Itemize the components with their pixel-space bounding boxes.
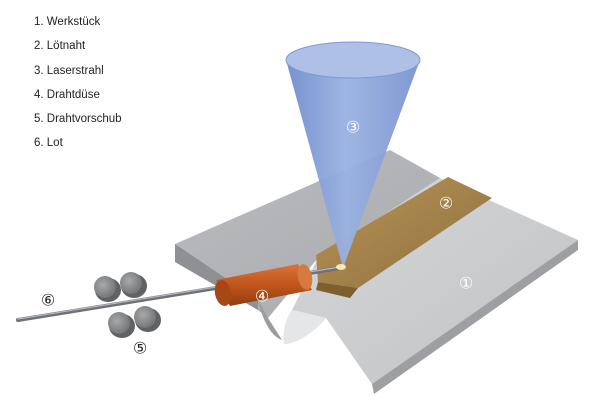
roller-icon xyxy=(134,306,161,332)
legend-item-drahtvorschub: 5. Drahtvorschub xyxy=(34,113,122,126)
laserstrahl-cone xyxy=(285,41,421,270)
legend-item-lot: 6. Lot xyxy=(34,137,63,150)
marker-drahtduese: ④ xyxy=(255,287,269,306)
drahtduese-nozzle xyxy=(214,264,313,306)
roller-icon xyxy=(108,312,135,338)
marker-loetnaht: ② xyxy=(439,194,453,213)
marker-werkstueck: ① xyxy=(459,274,473,293)
loetnaht-seam xyxy=(316,177,492,298)
drahtvorschub-rollers xyxy=(94,272,161,338)
roller-icon xyxy=(120,272,147,298)
marker-lot: ⑥ xyxy=(41,291,55,310)
roller-icon xyxy=(94,276,121,302)
legend-item-werkstueck: 1. Werkstück xyxy=(34,16,101,28)
marker-laserstrahl: ③ xyxy=(346,118,360,137)
legend: 1. Werkstück 2. Lötnaht 3. Laserstrahl 4… xyxy=(34,14,122,160)
legend-item-drahtduese: 4. Drahtdüse xyxy=(34,88,100,101)
marker-drahtvorschub: ⑤ xyxy=(133,339,147,358)
legend-item-loetnaht: 2. Lötnaht xyxy=(34,40,86,53)
legend-item-laserstrahl: 3. Laserstrahl xyxy=(34,64,104,77)
